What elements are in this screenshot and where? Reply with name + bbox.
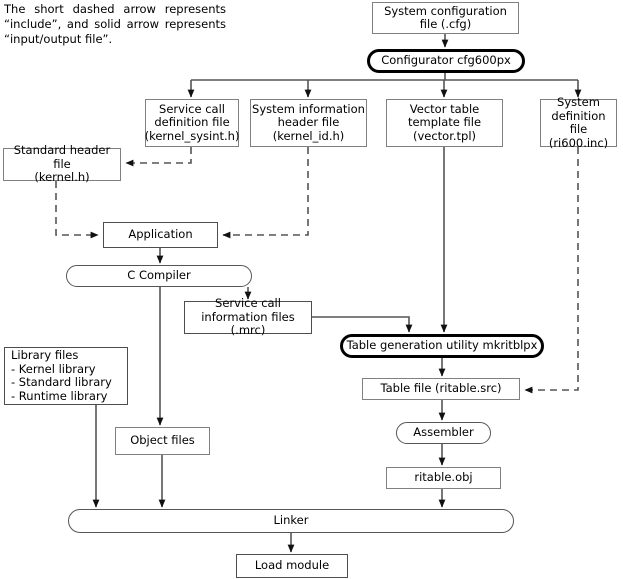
node-object-files[interactable]: Object files [115, 427, 210, 455]
node-vector-table-template-file[interactable]: Vector table template file (vector.tpl) [386, 99, 503, 147]
node-linker[interactable]: Linker [68, 509, 514, 533]
node-service-call-definition-file[interactable]: Service call definition file (kernel_sys… [145, 99, 239, 147]
node-table-file[interactable]: Table file (ritable.src) [362, 378, 520, 400]
node-standard-header-file[interactable]: Standard header file (kernel.h) [3, 144, 121, 184]
legend-note: The short dashed arrow represents “inclu… [4, 2, 226, 46]
node-table-generation-utility[interactable]: Table generation utility mkritblpx [340, 334, 544, 358]
node-system-information-header-file[interactable]: System information header file (kernel_i… [250, 99, 367, 147]
node-c-compiler[interactable]: C Compiler [66, 265, 252, 287]
node-service-call-information-files[interactable]: Service call information files (.mrc) [184, 297, 312, 337]
node-assembler[interactable]: Assembler [396, 422, 491, 444]
node-system-definition-file[interactable]: System definition file (ri600.inc) [540, 95, 617, 149]
node-application[interactable]: Application [103, 222, 218, 248]
node-system-configuration-file[interactable]: System configuration file (.cfg) [372, 2, 519, 34]
node-configurator[interactable]: Configurator cfg600px [367, 49, 525, 73]
node-load-module[interactable]: Load module [236, 554, 348, 578]
node-ritable-obj[interactable]: ritable.obj [386, 467, 501, 489]
node-library-files[interactable]: Library files - Kernel library - Standar… [4, 347, 128, 405]
